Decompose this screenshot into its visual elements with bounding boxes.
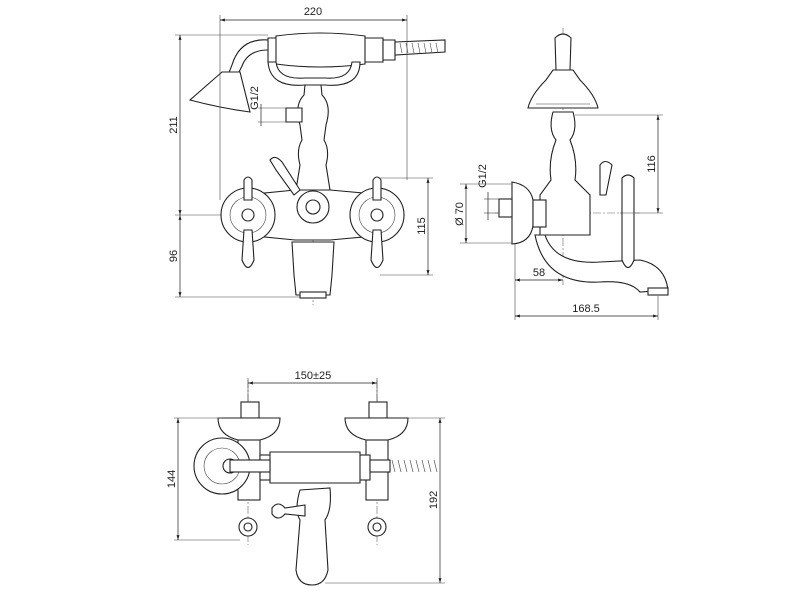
side-thread-label: G1/2 [477, 164, 489, 188]
top-view: 150±25 144 192 [166, 370, 445, 586]
top-mixer-drawing [193, 380, 438, 586]
top-centers-label: 150±25 [295, 370, 332, 382]
side-wall-to-axis-label: 58 [533, 267, 545, 279]
side-depth-label: 168.5 [572, 303, 600, 315]
front-mixer-drawing [188, 32, 446, 305]
side-view: 116 Ø 70 G1/2 58 168.5 [454, 28, 669, 320]
top-depth-label: 144 [166, 470, 178, 488]
front-width-label: 220 [304, 6, 322, 18]
top-overall-depth-label: 192 [428, 491, 440, 509]
front-handle-height-label: 115 [416, 217, 428, 235]
side-shower-height-label: 116 [646, 155, 658, 173]
front-height-label: 211 [168, 116, 180, 134]
side-flange-diameter-label: Ø 70 [454, 202, 466, 226]
side-mixer-drawing [495, 28, 669, 296]
front-lower-height-label: 96 [168, 250, 180, 262]
front-view: 220 211 96 115 G1/2 [168, 6, 446, 305]
front-thread-label: G1/2 [249, 86, 261, 110]
